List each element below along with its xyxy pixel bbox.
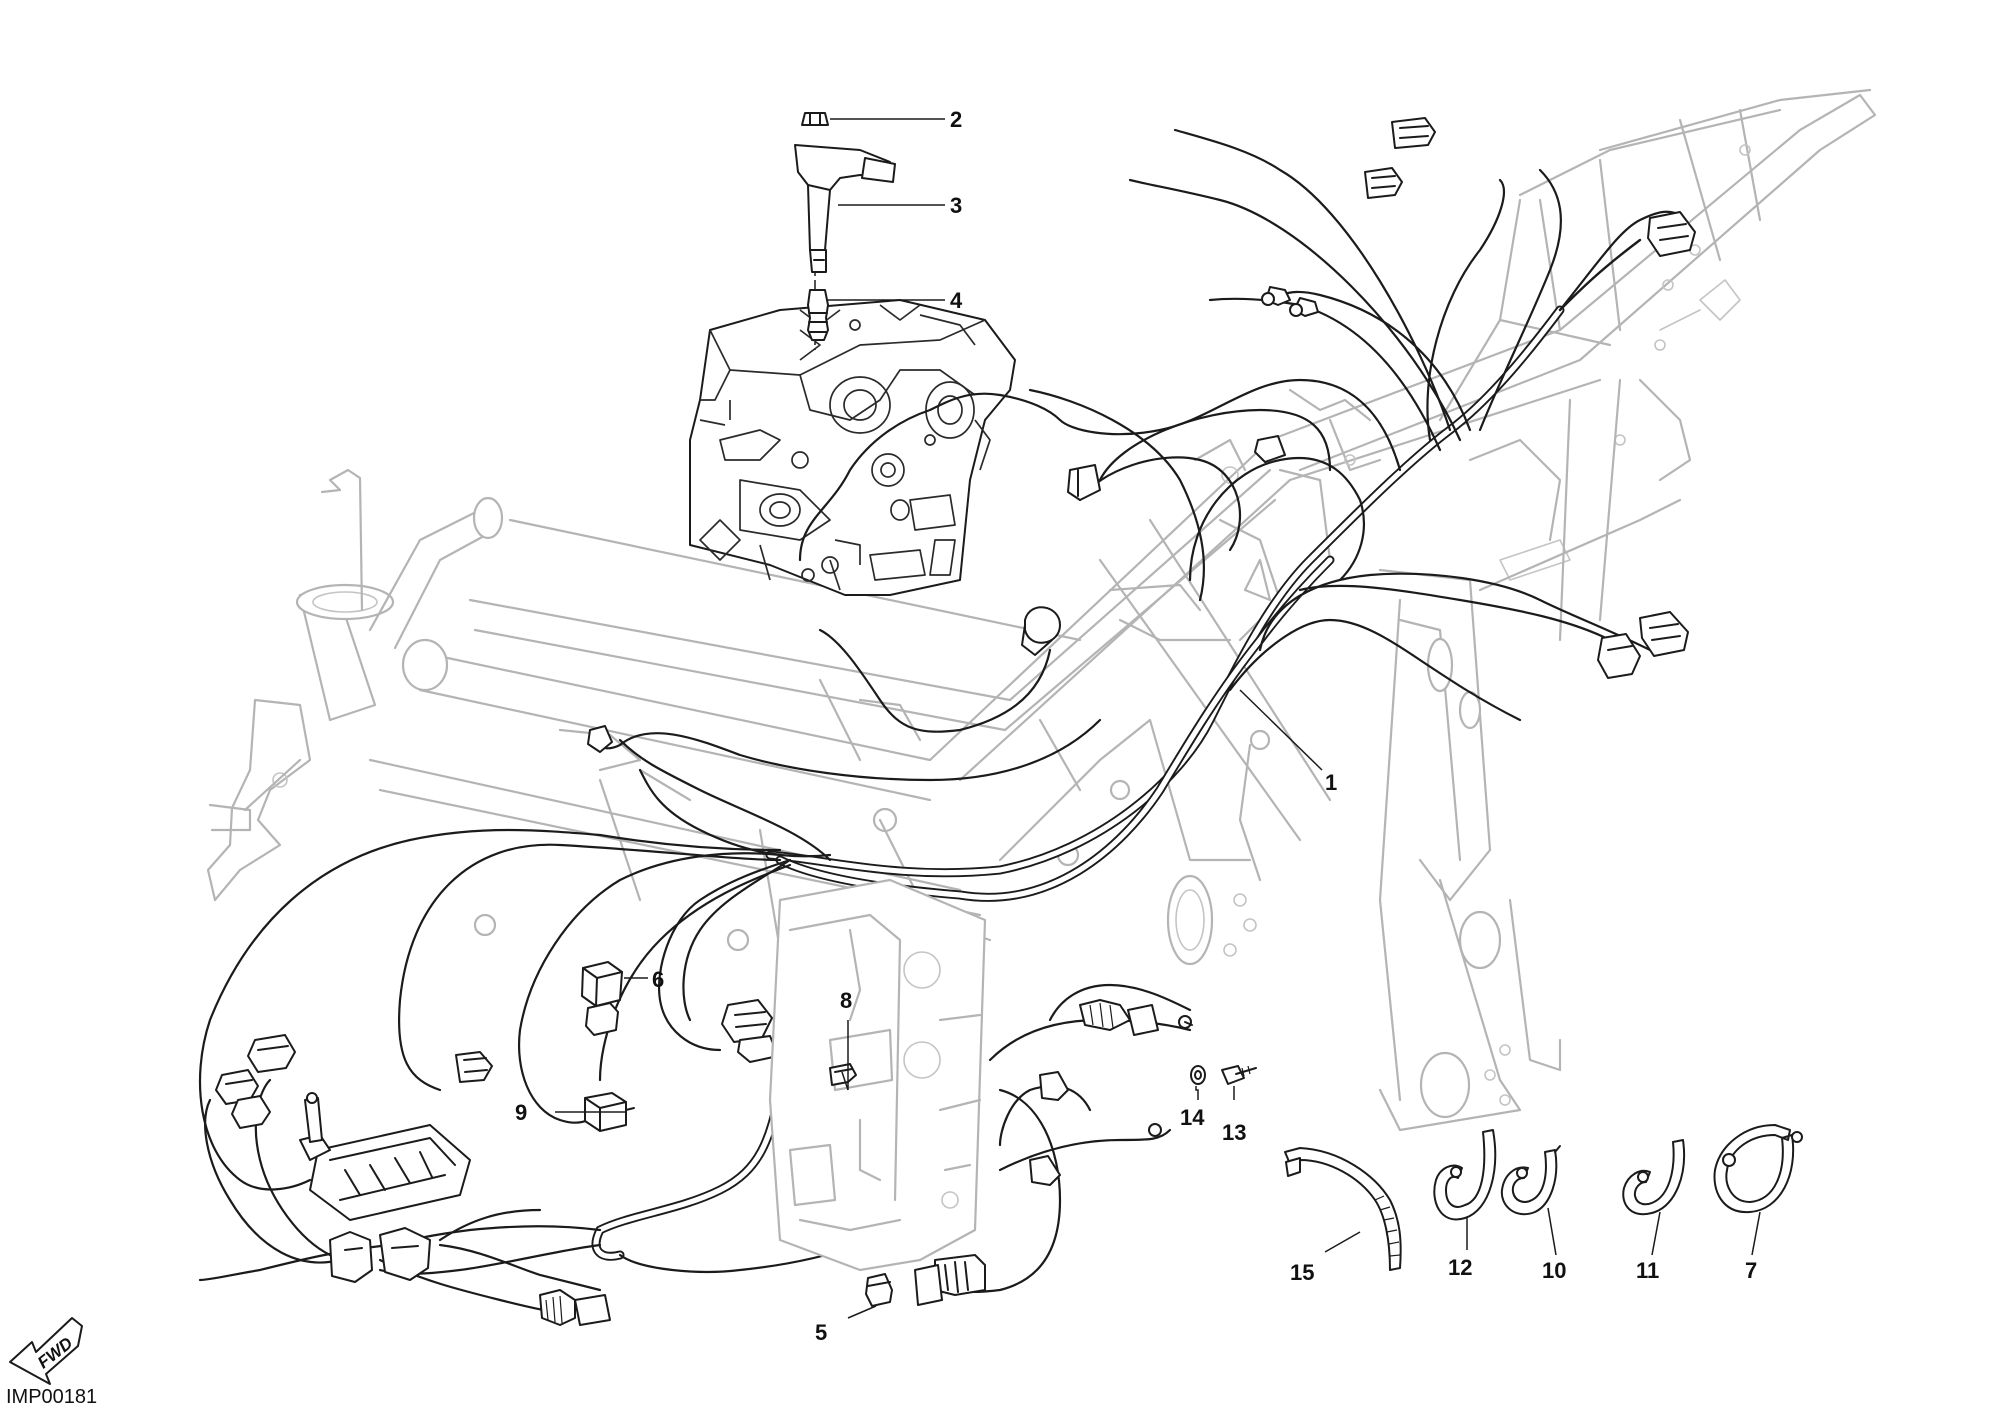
leader-lines xyxy=(555,118,1761,1319)
callout-6: 6 xyxy=(652,967,664,992)
cylinder-head xyxy=(689,299,1016,596)
callout-9: 9 xyxy=(515,1100,527,1125)
callout-labels: 2 3 4 1 6 8 9 14 13 15 12 10 11 7 5 xyxy=(515,107,1757,1345)
relay-6 xyxy=(581,961,623,1036)
cable-tie-15 xyxy=(1284,1147,1402,1271)
callout-7: 7 xyxy=(1745,1258,1757,1283)
spark-plug xyxy=(807,289,829,341)
callout-3: 3 xyxy=(950,193,962,218)
callout-11: 11 xyxy=(1636,1258,1659,1283)
callout-15: 15 xyxy=(1290,1260,1314,1285)
p-clip-7 xyxy=(1713,1124,1803,1214)
callout-10: 10 xyxy=(1542,1258,1566,1283)
callout-12: 12 xyxy=(1448,1255,1472,1280)
harness-connectors xyxy=(215,117,1696,1326)
p-clip-11 xyxy=(1622,1139,1685,1216)
washer-14 xyxy=(1190,1065,1206,1085)
callout-5: 5 xyxy=(815,1320,827,1345)
callout-14: 14 xyxy=(1180,1105,1205,1130)
p-clip-12 xyxy=(1433,1129,1497,1221)
coil-bolt xyxy=(801,112,829,126)
callout-1: 1 xyxy=(1325,770,1337,795)
fuse-holder-5 xyxy=(865,1273,893,1307)
motorcycle-frame xyxy=(206,88,1877,1132)
drawing-code: IMP00181 xyxy=(6,1386,97,1408)
fuse-block xyxy=(299,1092,471,1221)
callout-13: 13 xyxy=(1222,1120,1246,1145)
callout-2: 2 xyxy=(950,107,962,132)
screw-13 xyxy=(1221,1065,1257,1085)
callout-4: 4 xyxy=(950,288,963,313)
forward-direction-badge: FWD xyxy=(9,1317,83,1385)
callout-8: 8 xyxy=(840,988,852,1013)
p-clip-10 xyxy=(1500,1145,1561,1216)
ecu-mount-plate xyxy=(768,878,987,1272)
ignition-coil xyxy=(794,144,896,273)
